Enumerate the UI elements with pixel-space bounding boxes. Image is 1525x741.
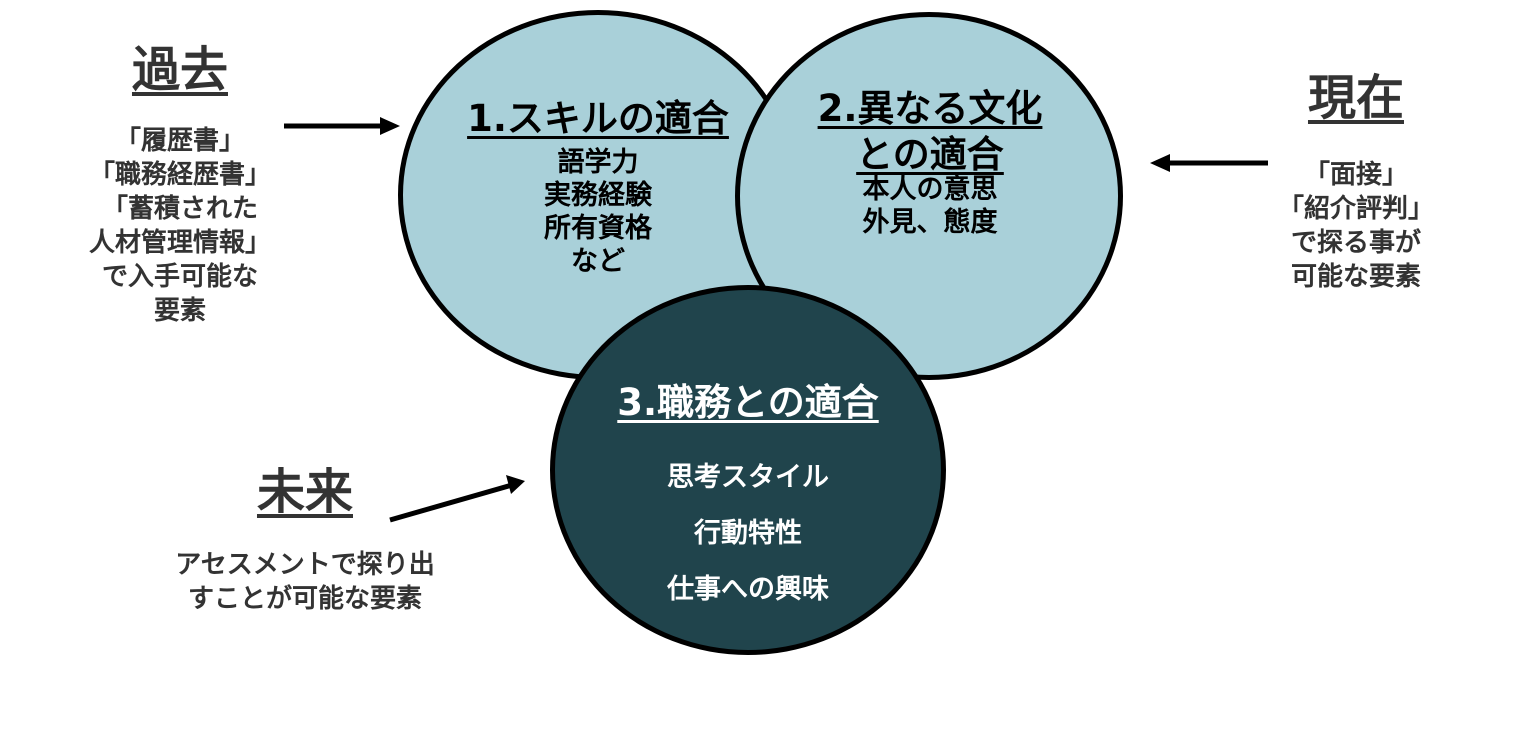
past-heading: 過去 (131, 42, 228, 98)
arrow-past-to-skill (284, 117, 400, 135)
past-description: 「履歴書」 「職務経歴書」 「蓄積された 人材管理情報」 で入手可能な 要素 (40, 124, 320, 328)
circle1-item: 所有資格 (544, 213, 652, 244)
circle-job-fit (550, 285, 946, 655)
present-line: 「紹介評判」 (1277, 194, 1434, 224)
future-line: すことが可能な要素 (187, 584, 422, 614)
circle3-title: 3.職務との適合 (617, 381, 879, 424)
circle3-items: 思考スタイル 行動特性 仕事への興味 (600, 450, 896, 618)
past-line: で入手可能な (101, 262, 258, 292)
past-line: 人材管理情報」 (88, 228, 271, 258)
past-line: 「蓄積された (101, 194, 258, 224)
circle1-title: 1.スキルの適合 (467, 97, 729, 140)
circle1-items: 語学力 実務経験 所有資格 など (458, 146, 738, 278)
circle2-items: 本人の意思 外見、態度 (800, 173, 1060, 239)
circle2-title: 2.異なる文化 との適合 (780, 86, 1080, 178)
circle1-item: 実務経験 (544, 180, 652, 211)
past-line: 「履歴書」 (114, 126, 245, 156)
circle2-title-line: 2.異なる文化 (817, 87, 1043, 130)
future-heading: 未来 (256, 464, 353, 520)
arrow-present-to-culture (1150, 154, 1268, 172)
present-heading: 現在 (1307, 70, 1404, 126)
circle3-item: 仕事への興味 (667, 574, 829, 605)
future-line: アセスメントで探り出 (175, 550, 435, 580)
present-description: 「面接」 「紹介評判」 で探る事が 可能な要素 (1236, 158, 1476, 294)
past-line: 「職務経歴書」 (88, 160, 271, 190)
circle2-item: 本人の意思 (862, 174, 998, 205)
circle1-item: 語学力 (557, 147, 639, 178)
circle3-item: 行動特性 (694, 518, 802, 549)
circle2-title-line: との適合 (856, 133, 1004, 176)
circle2-item: 外見、態度 (862, 207, 998, 238)
arrow-future-to-job (389, 475, 525, 523)
circle3-item: 思考スタイル (667, 462, 829, 493)
past-line: 要素 (153, 296, 206, 326)
future-description: アセスメントで探り出 すことが可能な要素 (120, 548, 490, 616)
present-line: で探る事が (1290, 228, 1421, 258)
circle1-item: など (571, 246, 625, 277)
circle-skill-fit (398, 10, 798, 380)
present-line: 可能な要素 (1290, 262, 1421, 292)
present-line: 「面接」 (1303, 160, 1408, 190)
